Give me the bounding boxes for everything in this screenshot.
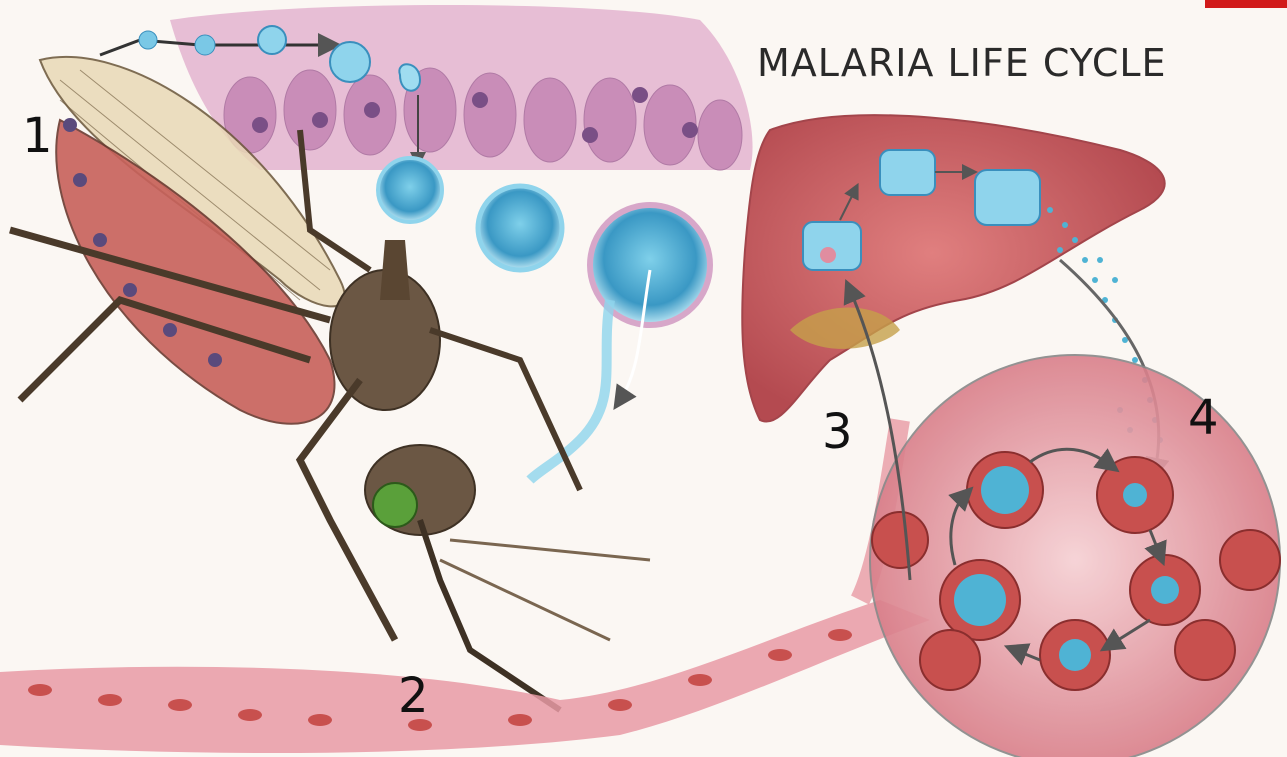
stage-label-3: 3 <box>822 408 853 456</box>
corner-accent <box>1205 0 1287 8</box>
diagram-title: MALARIA LIFE CYCLE <box>757 44 1167 82</box>
stage-label-2: 2 <box>398 672 429 720</box>
stage-label-4: 4 <box>1188 394 1219 442</box>
stage-label-1: 1 <box>22 112 53 160</box>
blood-cell-zoom <box>850 290 1280 757</box>
gut-tissue <box>170 5 753 170</box>
